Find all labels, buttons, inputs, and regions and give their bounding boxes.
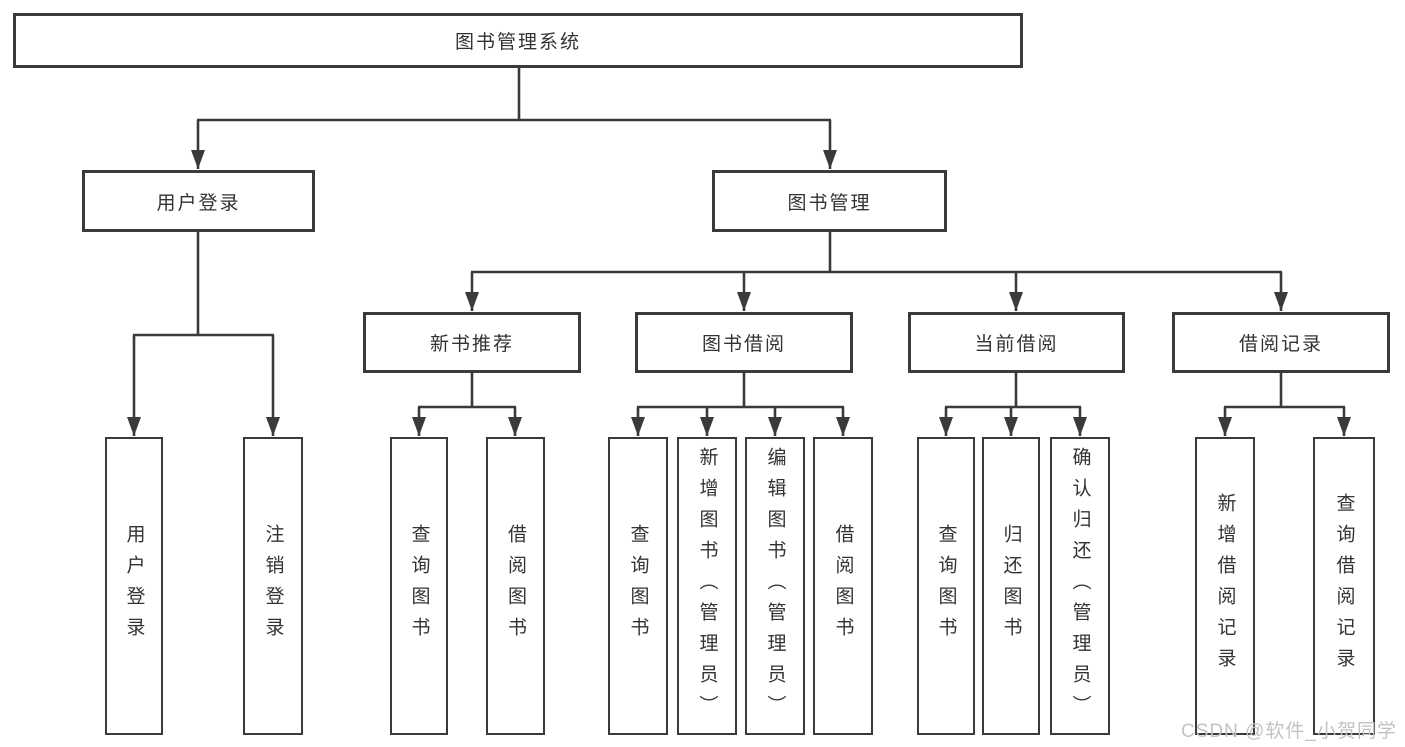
leaf-borrow-books-2-label: 借阅图书 — [832, 524, 854, 648]
leaf-borrow-books-1-label: 借阅图书 — [505, 524, 526, 648]
leaf-query-books-3: 查询图书 — [917, 437, 975, 735]
leaf-confirm-return-admin-label: 确认归还（管理员） — [1069, 446, 1091, 726]
leaf-return-books: 归还图书 — [982, 437, 1040, 735]
leaf-user-login: 用户登录 — [105, 437, 163, 735]
leaf-return-books-label: 归还图书 — [1000, 524, 1022, 648]
node-borrowing-records: 借阅记录 — [1172, 312, 1390, 373]
leaf-user-login-label: 用户登录 — [123, 524, 145, 648]
watermark: CSDN @软件_小贺同学 — [1181, 721, 1397, 742]
leaf-edit-books-admin-label: 编辑图书（管理员） — [764, 446, 786, 726]
leaf-query-books-1-label: 查询图书 — [408, 524, 430, 648]
leaf-logout: 注销登录 — [243, 437, 303, 735]
leaf-add-borrow-record: 新增借阅记录 — [1195, 437, 1255, 735]
leaf-confirm-return-admin: 确认归还（管理员） — [1050, 437, 1110, 735]
leaf-query-books-1: 查询图书 — [390, 437, 448, 735]
leaf-add-books-admin: 新增图书（管理员） — [677, 437, 737, 735]
node-book-borrowing: 图书借阅 — [635, 312, 853, 373]
leaf-add-borrow-record-label: 新增借阅记录 — [1214, 493, 1236, 679]
node-user-login-module: 用户登录 — [82, 170, 315, 232]
leaf-query-borrow-record-label: 查询借阅记录 — [1333, 493, 1355, 679]
leaf-query-books-2-label: 查询图书 — [627, 524, 649, 648]
node-root-system: 图书管理系统 — [13, 13, 1023, 68]
node-book-management-module: 图书管理 — [712, 170, 947, 232]
leaf-query-books-2: 查询图书 — [608, 437, 668, 735]
leaf-borrow-books-2: 借阅图书 — [813, 437, 873, 735]
node-current-borrowing: 当前借阅 — [908, 312, 1125, 373]
leaf-add-books-admin-label: 新增图书（管理员） — [696, 446, 718, 726]
leaf-query-borrow-record: 查询借阅记录 — [1313, 437, 1375, 735]
leaf-borrow-books-1: 借阅图书 — [486, 437, 545, 735]
node-new-book-recommendation: 新书推荐 — [363, 312, 581, 373]
leaf-edit-books-admin: 编辑图书（管理员） — [745, 437, 805, 735]
leaf-query-books-3-label: 查询图书 — [935, 524, 957, 648]
leaf-logout-label: 注销登录 — [262, 524, 284, 648]
